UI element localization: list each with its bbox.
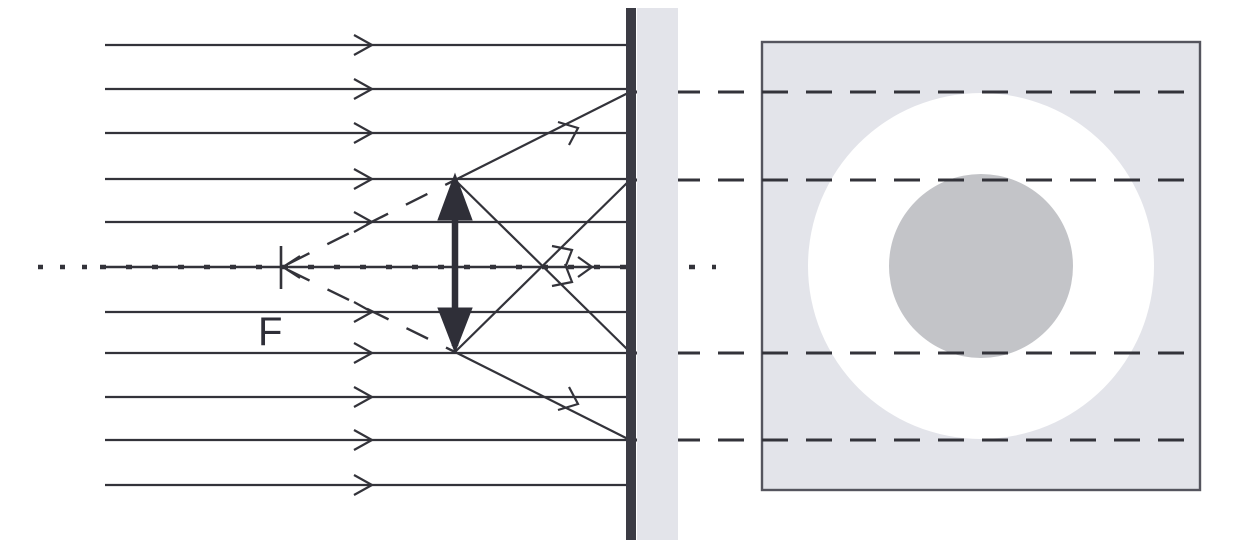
- reflected-ray-lower-inner: [454, 179, 631, 353]
- reflected-ray-lower-outer-arrowhead: [557, 386, 580, 412]
- reflected-ray-upper-outer: [454, 91, 631, 181]
- incident-ray-2: [105, 78, 627, 100]
- construction-lines: [287, 178, 456, 354]
- reflected-ray-lower-outer: [454, 351, 631, 441]
- incident-ray-8-arrowhead: [353, 386, 375, 408]
- reflected-rays: [454, 91, 631, 441]
- incident-ray-1-arrowhead: [353, 34, 375, 56]
- reflected-ray-lower-inner-arrowhead: [551, 263, 574, 288]
- focal-point-arrowhead: [280, 255, 301, 279]
- object-arrow-head-up: [437, 172, 473, 221]
- mirror-reflective-bar: [626, 8, 636, 540]
- incident-ray-6: [105, 301, 627, 323]
- incident-ray-4: [105, 168, 627, 190]
- mirror: [626, 8, 678, 540]
- incident-ray-9: [105, 429, 627, 451]
- incident-ray-8: [105, 386, 627, 408]
- focal-point-label: F: [258, 310, 282, 354]
- mirror-glass-band: [637, 8, 678, 540]
- incident-ray-5: [105, 211, 627, 233]
- object-arrow: [437, 172, 473, 354]
- focal-point-marker: [279, 246, 301, 289]
- incident-ray-7: [105, 342, 627, 364]
- optical-axis: [38, 256, 716, 278]
- result-panel-gray-core: [889, 174, 1073, 358]
- incident-ray-4-arrowhead: [353, 168, 375, 190]
- incident-ray-2-arrowhead: [353, 78, 375, 100]
- construction-line-to-top-tip: [287, 178, 456, 266]
- result-panel: [760, 40, 1202, 492]
- incident-ray-1: [105, 34, 627, 56]
- incident-ray-7-arrowhead: [353, 342, 375, 364]
- reflected-ray-upper-outer-arrowhead: [557, 120, 580, 146]
- reflected-ray-upper-inner-arrowhead: [551, 244, 574, 269]
- incident-ray-9-arrowhead: [353, 429, 375, 451]
- incident-ray-3: [105, 122, 627, 144]
- image-projection-lines: [630, 90, 1200, 442]
- incident-ray-3-arrowhead: [353, 122, 375, 144]
- incident-ray-10-arrowhead: [353, 474, 375, 496]
- construction-line-to-bottom-tip: [287, 268, 456, 354]
- object-arrow-head-down: [437, 307, 473, 354]
- incident-ray-10: [105, 474, 627, 496]
- optical-axis-arrowhead: [577, 256, 594, 278]
